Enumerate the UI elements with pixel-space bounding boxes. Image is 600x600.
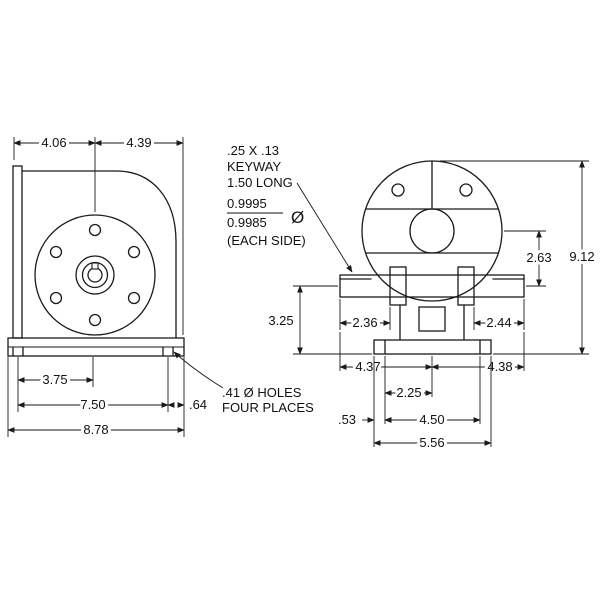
right-view-vertical-dims: 3.25 2.63 9.12 xyxy=(265,160,598,355)
keyway-note-line1: .25 X .13 xyxy=(227,143,279,158)
dim-shaft-ext-left-label: 2.36 xyxy=(352,315,377,330)
right-view-shaft-dims: 2.36 2.44 xyxy=(339,299,525,333)
bolt-hole xyxy=(49,291,63,305)
dim-overall-height-label: 9.12 xyxy=(569,249,594,264)
dim-top-left-label: 4.06 xyxy=(41,135,66,150)
dim-slot-spacing-label: 7.50 xyxy=(80,397,105,412)
bolt-hole xyxy=(49,245,63,259)
dim-shaft-height-label: 3.25 xyxy=(268,313,293,328)
shaft-dia-lower: 0.9985 xyxy=(227,215,267,230)
notes-block: .25 X .13 KEYWAY 1.50 LONG 0.9995 0.9985… xyxy=(227,143,353,273)
keyway-note-line2: KEYWAY xyxy=(227,159,282,174)
column-detail-box xyxy=(418,306,446,332)
left-view-top-dims: 4.06 4.39 xyxy=(13,132,184,335)
worm-hub-circle xyxy=(409,208,455,254)
bolt-hole xyxy=(127,291,141,305)
dim-slot-to-center-label: 3.75 xyxy=(42,372,67,387)
holes-callout-line1: .41 Ø HOLES xyxy=(222,385,302,400)
left-view: 4.06 4.39 3.75 7.50 8.78 .64 .41 Ø HOLES… xyxy=(7,132,314,440)
holes-callout: .41 Ø HOLES FOUR PLACES xyxy=(173,351,314,415)
right-view-bottom-dims: 4.37 4.38 2.25 .53 4.50 5.56 xyxy=(335,332,525,453)
right-view: 3.25 2.63 9.12 2.36 2.44 xyxy=(265,160,598,453)
dim-base-width-label: 5.56 xyxy=(419,435,444,450)
leader-line xyxy=(173,351,224,389)
housing-outline xyxy=(21,170,177,339)
front-bolt-hole xyxy=(391,183,405,197)
each-side-note: (EACH SIDE) xyxy=(227,233,306,248)
diameter-symbol: Ø xyxy=(291,208,304,227)
output-bore xyxy=(87,267,103,283)
keyway-note-line3: 1.50 LONG xyxy=(227,175,293,190)
bore-keyway-notch xyxy=(91,262,99,270)
flange-plate xyxy=(12,165,23,339)
output-shaft xyxy=(339,274,525,298)
bolt-hole xyxy=(127,245,141,259)
dim-edge-to-hole-label: .53 xyxy=(338,412,356,427)
dim-hole-spacing-label: 4.50 xyxy=(419,412,444,427)
dim-center-to-right-shaft-end-label: 4.38 xyxy=(487,359,512,374)
bolt-hole xyxy=(88,313,102,327)
keyway-leader-line xyxy=(296,182,353,273)
bolt-hole xyxy=(88,223,102,237)
dim-edge-offset-label: .64 xyxy=(189,397,207,412)
dim-center-to-left-shaft-end-label: 4.37 xyxy=(355,359,380,374)
dim-center-distance-label: 2.63 xyxy=(526,250,551,265)
holes-callout-line2: FOUR PLACES xyxy=(222,400,314,415)
dim-overall-base-label: 8.78 xyxy=(83,422,108,437)
gear-housing-circle xyxy=(34,214,156,336)
front-bolt-hole xyxy=(459,183,473,197)
output-hub-outer xyxy=(75,255,115,295)
dim-center-to-hole-label: 2.25 xyxy=(396,385,421,400)
dim-top-right-label: 4.39 xyxy=(126,135,151,150)
right-bearing-cap xyxy=(457,266,475,306)
left-view-bottom-dims: 3.75 7.50 8.78 .64 xyxy=(7,357,210,440)
front-base xyxy=(373,339,492,355)
left-bearing-cap xyxy=(389,266,407,306)
shaft-dia-upper: 0.9995 xyxy=(227,196,267,211)
dim-shaft-ext-right-label: 2.44 xyxy=(486,315,511,330)
